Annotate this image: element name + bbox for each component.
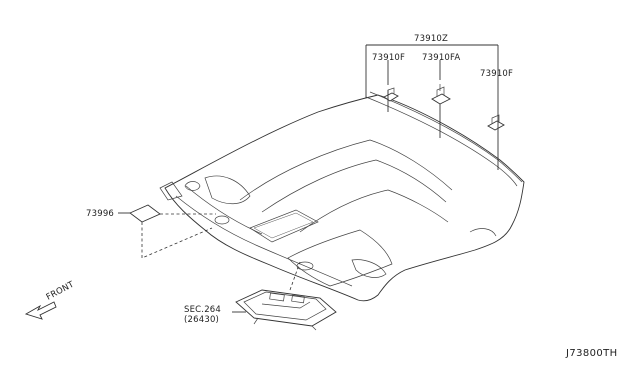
label-assembly: 73910Z — [414, 34, 448, 44]
diagram-code: J73800TH — [565, 348, 618, 359]
label-clip-center: 73910FA — [422, 53, 460, 63]
assembly-bracket — [365, 44, 499, 170]
pad-icon — [118, 204, 216, 259]
label-lamp-part: (26430) — [184, 315, 219, 325]
headlining-panel — [159, 91, 525, 302]
label-lamp-sec: SEC.264 — [184, 305, 221, 315]
clip-icon-center — [431, 84, 451, 105]
label-clip-left: 73910F — [372, 53, 405, 63]
clip-icon-right — [487, 114, 505, 131]
lamp-icon — [232, 261, 337, 331]
front-arrow-icon — [24, 301, 57, 320]
label-front: FRONT — [45, 279, 77, 302]
label-pad: 73996 — [86, 209, 114, 219]
label-clip-right: 73910F — [480, 69, 513, 79]
